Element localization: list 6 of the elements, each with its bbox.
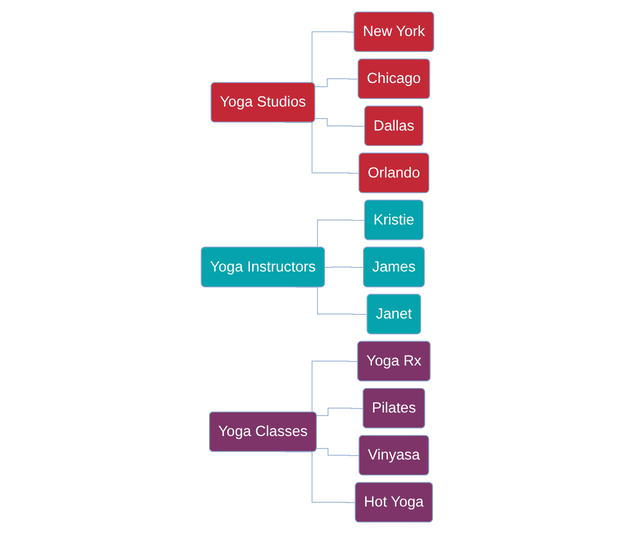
connector xyxy=(324,266,364,268)
connector xyxy=(314,78,359,88)
connector xyxy=(314,118,366,127)
connector xyxy=(295,286,368,315)
connector xyxy=(316,448,360,456)
connector xyxy=(316,408,364,416)
